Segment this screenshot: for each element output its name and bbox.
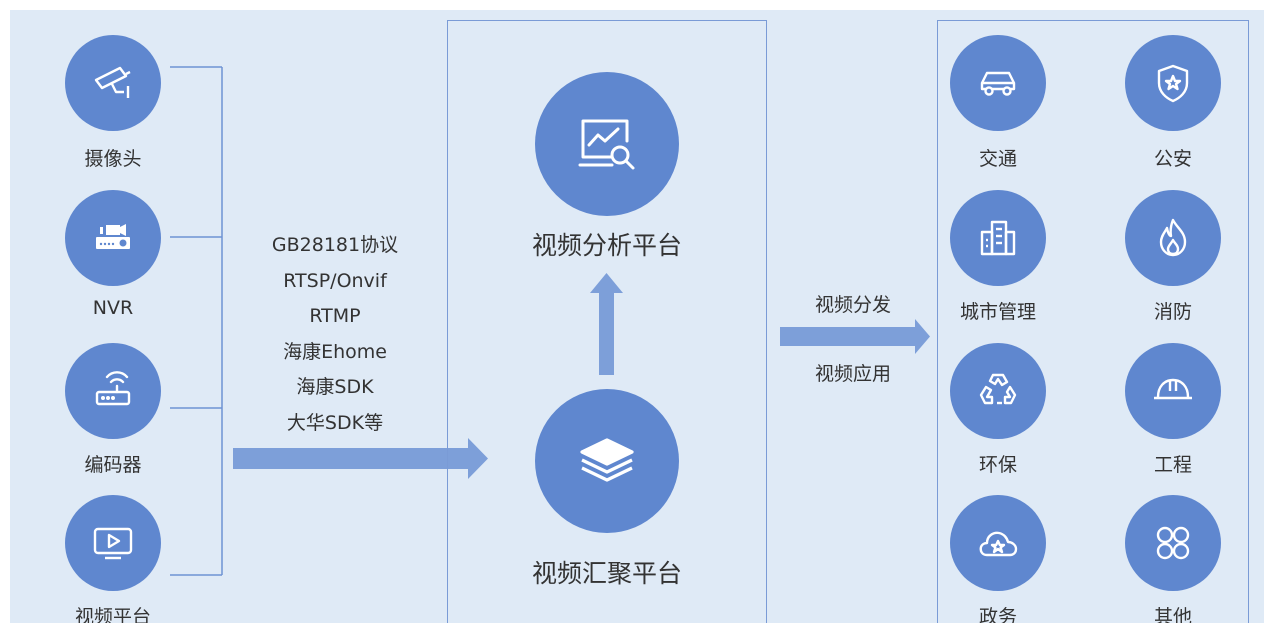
camera-circle: [65, 35, 161, 131]
analysis-platform-circle: [535, 72, 679, 216]
protocol-item: GB28181协议: [271, 234, 399, 256]
applications-panel: [937, 20, 1249, 623]
source-connector-lines: [170, 66, 930, 576]
protocol-item: RTMP: [309, 305, 361, 327]
video-platform-circle: [65, 495, 161, 591]
app-environment-circle: [950, 343, 1046, 439]
chart-search-icon: [578, 119, 635, 170]
app-city-circle: [950, 190, 1046, 286]
up-arrow: [590, 273, 623, 375]
app-label: 交通: [978, 148, 1018, 170]
input-arrow: [233, 438, 488, 479]
app-police-circle: [1125, 35, 1221, 131]
app-other-circle: [1125, 495, 1221, 591]
analysis-platform-label: 视频分析平台: [531, 231, 683, 260]
source-label: 编码器: [84, 454, 142, 476]
source-label: NVR: [92, 297, 134, 319]
layers-icon: [580, 438, 634, 482]
hard-hat-icon: [1154, 378, 1192, 400]
app-label: 政务: [978, 606, 1018, 623]
monitor-play-icon: [93, 527, 133, 560]
car-icon: [980, 71, 1016, 96]
flame-icon: [1159, 218, 1187, 257]
distribution-label: 视频分发: [814, 294, 892, 316]
protocol-list: GB28181协议 RTSP/Onvif RTMP 海康Ehome 海康SDK …: [260, 228, 410, 441]
cloud-star-icon: [979, 531, 1018, 557]
nvr-icon: [96, 224, 130, 249]
diagram-canvas: 摄像头 NVR 编码器: [10, 10, 1264, 623]
camera-icon: [94, 66, 131, 98]
aggregation-platform-circle: [535, 389, 679, 533]
encoder-icon: [95, 371, 131, 406]
app-label: 城市管理: [959, 301, 1037, 323]
app-label: 公安: [1153, 148, 1193, 170]
source-label: 摄像头: [84, 148, 142, 170]
protocol-item: RTSP/Onvif: [283, 269, 387, 292]
source-label: 视频平台: [74, 606, 152, 623]
protocol-item: 海康SDK: [296, 376, 374, 398]
app-traffic-circle: [950, 35, 1046, 131]
app-government-circle: [950, 495, 1046, 591]
app-label: 工程: [1153, 454, 1193, 476]
app-label: 环保: [978, 454, 1018, 476]
encoder-circle: [65, 343, 161, 439]
recycle-icon: [979, 373, 1017, 405]
app-engineering-circle: [1125, 343, 1221, 439]
grid-circles-icon: [1156, 526, 1190, 560]
platform-panel: [447, 20, 767, 623]
application-label: 视频应用: [814, 363, 892, 385]
police-shield-icon: [1157, 64, 1189, 103]
app-label: 消防: [1153, 301, 1193, 323]
protocol-item: 大华SDK等: [286, 411, 384, 434]
protocol-item: 海康Ehome: [283, 340, 387, 363]
app-fire-circle: [1125, 190, 1221, 286]
building-icon: [980, 220, 1016, 256]
nvr-circle: [65, 190, 161, 286]
distribution-arrow: [780, 319, 930, 354]
app-label: 其他: [1153, 606, 1193, 623]
aggregation-platform-label: 视频汇聚平台: [531, 559, 683, 588]
